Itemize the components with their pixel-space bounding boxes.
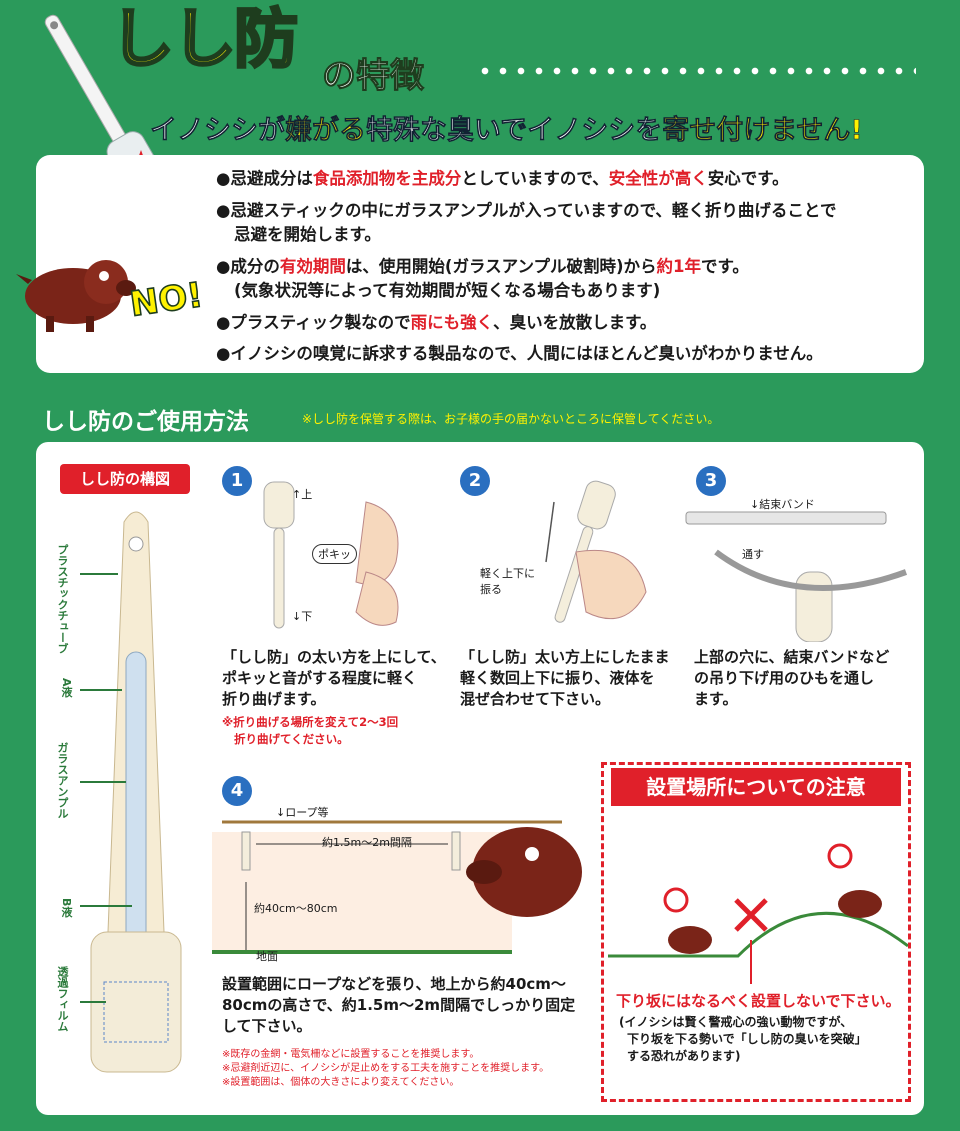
step-number: 1 [222, 466, 252, 496]
features-panel [36, 155, 924, 373]
caution-sub: (イノシシは賢く警戒心の強い動物ですが、下り坂を下る勢いで「しし防の臭いを突破」… [619, 1015, 867, 1063]
step4-text: 設置範囲にロープなどを張り、地上から約40cm～80cmの高さで、約1.5m～2… [222, 975, 576, 1035]
step1-note: ※折り曲げる場所を変えて2～3回折り曲げてください。 [222, 715, 399, 746]
snap-label: ポキッ [312, 544, 357, 564]
usage-title: しし防のご使用方法 [42, 409, 249, 435]
feature-item: ●イノシシの嗅覚に訴求する製品なので、人間にはほとんど臭いがわかりません。 [216, 344, 823, 363]
feature-item: ●忌避成分は食品添加物を主成分としていますので、安全性が高く安心です。 [216, 169, 789, 188]
height-label: 約40cm～80cm [254, 902, 338, 915]
shake-label: 軽く上下に振る [480, 567, 535, 596]
subtitle-part: 特殊な臭いでイノシシを [366, 115, 663, 147]
part-label: プラスチックチューブ [56, 544, 69, 654]
caution-main: 下り坂にはなるべく設置しないで下さい。 [616, 992, 901, 1010]
part-label: A液 [60, 678, 73, 698]
subtitle-part: イノシシが [150, 115, 286, 147]
rope-label: ↓ロープ等 [276, 806, 329, 819]
structure-label: しし防の構図 [60, 464, 190, 494]
step2-text: 「しし防」太い方上にしたまま軽く数回上下に振り、液体を混ぜ合わせて下さい。 [460, 648, 670, 708]
step-number: 3 [696, 466, 726, 496]
up-label: ↑上 [292, 488, 313, 501]
band-label: ↓結束バンド [750, 498, 815, 511]
step1-text: 「しし防」の太い方を上にして、ポキッと音がする程度に軽く折り曲げます。 [222, 648, 446, 708]
step-number: 2 [460, 466, 490, 496]
part-label: B液 [60, 898, 73, 918]
feature-item: ●忌避スティックの中にガラスアンプルが入っていますので、軽く折り曲げることで忌避… [216, 200, 837, 245]
step3-illustration [685, 511, 908, 642]
down-label: ↓下 [292, 610, 313, 623]
boar-icon [16, 260, 136, 332]
ground-label: 地面 [256, 950, 278, 963]
step4-notes: ※既存の金網・電気柵などに設置することを推奨します。※忌避剤近辺に、イノシシが足… [222, 1049, 550, 1088]
caution-title: 設置場所についての注意 [611, 768, 901, 806]
title-main: しし防 [109, 3, 300, 77]
caution-panel [601, 762, 911, 1102]
step1-illustration [263, 481, 399, 629]
usage-note: ※しし防を保管する際は、お子様の手の届かないところに保管してください。 [302, 412, 720, 426]
title-suffix: の特徴 [322, 56, 425, 97]
subtitle: イノシシが嫌がる特殊な臭いでイノシシを寄せ付けません! [150, 108, 863, 147]
part-label: ガラスアンプル [56, 742, 69, 819]
subtitle-part-highlight: 寄せ付けません! [662, 115, 863, 147]
interval-label: 約1.5m～2m間隔 [322, 836, 412, 849]
step-number: 4 [222, 776, 252, 806]
feature-item: ●成分の有効期間は、使用開始(ガラスアンプル破割時)から約1年です。(気象状況等… [216, 256, 749, 301]
feature-list: ●忌避成分は食品添加物を主成分としていますので、安全性が高く安心です。 ●忌避ス… [216, 167, 916, 374]
step3-text: 上部の穴に、結束バンドなどの吊り下げ用のひもを通します。 [694, 648, 890, 708]
caution-illustration [608, 843, 908, 984]
subtitle-part-highlight: 嫌がる [285, 115, 367, 147]
through-label: 通す [742, 548, 764, 561]
feature-item: ●プラスティック製なので雨にも強く、臭いを放散します。 [216, 312, 657, 332]
dotted-divider [476, 66, 916, 76]
step2-illustration [545, 480, 647, 623]
step4-illustration [212, 820, 582, 954]
structure-diagram [80, 511, 182, 1073]
part-label: 透過フィルム [56, 966, 69, 1032]
usage-panel: しし防の構図 プラスチックチューブ A液 ガラスアンプル B液 透過フィルム 1… [36, 442, 924, 1115]
